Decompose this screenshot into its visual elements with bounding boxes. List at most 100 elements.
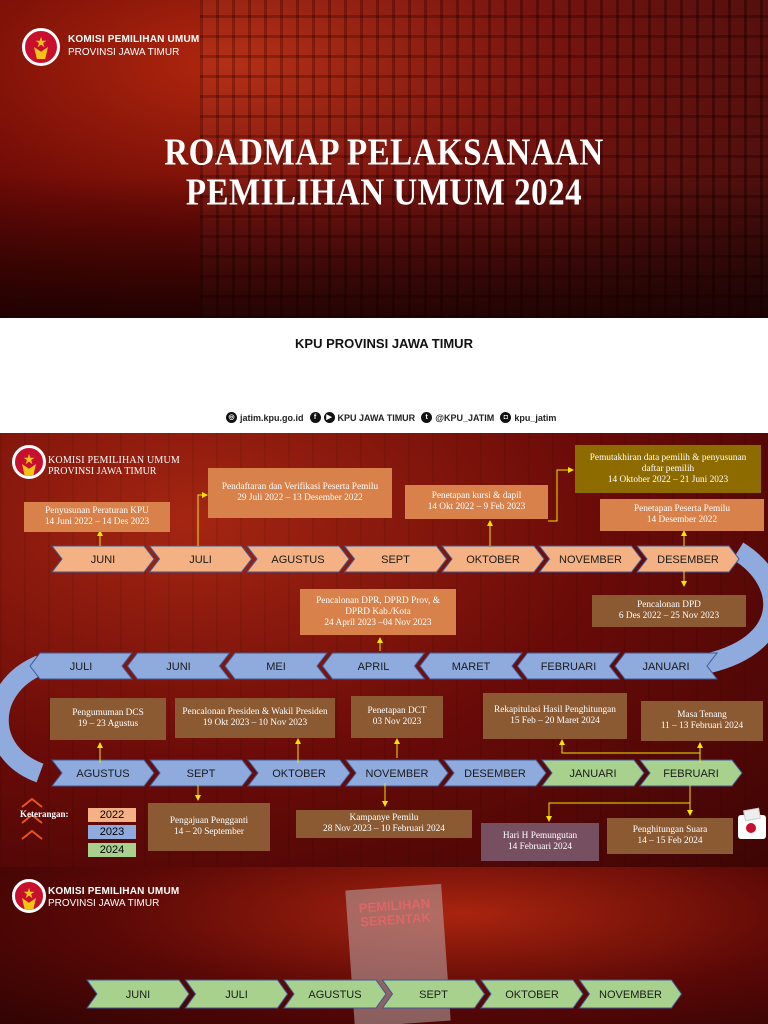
cover-subtitle: KPU PROVINSI JAWA TIMUR <box>295 336 473 351</box>
cover-band <box>0 318 768 433</box>
legend-2023: 2023 <box>88 825 136 839</box>
month-november-2022-arrow <box>538 545 643 573</box>
month-juni-2023a-arrow <box>126 652 231 680</box>
cover-slide: ★ KOMISI PEMILIHAN UMUM PROVINSI JAWA TI… <box>0 0 768 318</box>
month-sept-slide3-arrow <box>381 979 486 1009</box>
chevron-up-icon <box>21 797 43 840</box>
month-februari-2024-arrow <box>638 759 743 787</box>
kpu-logo: ★ <box>12 445 46 479</box>
month-oktober-2022-arrow <box>440 545 545 573</box>
month-agustus-2022: AGUSTUS <box>271 554 324 566</box>
month-sept-2022-arrow <box>343 545 448 573</box>
curve-right <box>697 542 768 675</box>
org-province: PROVINSI JAWA TIMUR <box>48 466 157 477</box>
month-februari-2023a-arrow <box>516 652 621 680</box>
month-juli-2023a-arrow <box>29 652 134 680</box>
month-januari-2024-arrow <box>540 759 645 787</box>
social-website[interactable]: jatim.kpu.go.id <box>240 412 304 423</box>
globe-icon: ◎ <box>226 412 237 423</box>
month-agustus-2023b-arrow <box>50 759 155 787</box>
roadmap-slide: ★ KOMISI PEMILIHAN UMUM PROVINSI JAWA TI… <box>0 433 768 867</box>
event-pemutakhiran: Pemutakhiran data pemilih & penyusunan d… <box>575 445 761 493</box>
month-maret-2023a-arrow <box>419 652 524 680</box>
month-november-2023b-arrow <box>344 759 449 787</box>
month-sept-2023b: SEPT <box>187 768 216 780</box>
month-april-2023a: APRIL <box>358 661 390 673</box>
month-desember-2023b: DESEMBER <box>464 768 526 780</box>
twitter-icon: t <box>421 412 433 423</box>
org-name: KOMISI PEMILIHAN UMUM <box>48 886 180 897</box>
month-desember-2022: DESEMBER <box>657 554 719 566</box>
month-mei-2023a: MEI <box>266 661 286 673</box>
roadmap-svg: JUNI JULI AGUSTUS SEPT OKTOBER NOVEMBER DESEMB… <box>0 467 768 840</box>
month-januari-2023a-arrow <box>614 652 719 680</box>
month-oktober-2022: OKTOBER <box>466 554 520 566</box>
month-februari-2024: FEBRUARI <box>663 768 719 780</box>
month-agustus-slide3: AGUSTUS <box>308 989 361 1001</box>
cover-title-line2: PEMILIHAN UMUM 2024 <box>185 172 583 214</box>
month-desember-2023b-arrow <box>442 759 547 787</box>
month-januari-2023a: JANUARI <box>642 661 689 673</box>
event-pendaftaran: Pendaftaran dan Verifikasi Peserta Pemil… <box>208 468 392 518</box>
month-juni-2022: JUNI <box>91 554 115 566</box>
month-oktober-slide3: OKTOBER <box>505 989 559 1001</box>
month-juli-2023a: JULI <box>70 661 93 673</box>
org-province: PROVINSI JAWA TIMUR <box>48 898 160 909</box>
instagram-icon: ◘ <box>500 412 512 423</box>
month-november-slide3-arrow <box>578 979 683 1009</box>
org-name: KOMISI PEMILIHAN UMUM <box>68 34 200 45</box>
month-agustus-2022-arrow <box>245 545 350 573</box>
legend-2022: 2022 <box>88 808 136 822</box>
month-juni-2023a: JUNI <box>166 661 190 673</box>
curve-left <box>0 655 45 783</box>
month-agustus-slide3-arrow <box>283 979 387 1009</box>
month-oktober-slide3-arrow <box>480 979 584 1009</box>
month-juni-slide3: JUNI <box>126 989 150 1001</box>
month-februari-2023a: FEBRUARI <box>541 661 597 673</box>
youtube-icon: ▶ <box>323 412 335 423</box>
month-mei-2023a-arrow <box>224 652 329 680</box>
month-sept-2023b-arrow <box>148 759 253 787</box>
social-twitter[interactable]: @KPU_JATIM <box>435 412 495 423</box>
timeline-row-2023-reverse: JULI JUNI MEI APRIL MARET FEBRUARI JANUARI <box>29 652 719 680</box>
social-youtube[interactable]: KPU JAWA TIMUR <box>337 412 416 423</box>
month-april-2023a-arrow <box>321 652 426 680</box>
next-slide: PEMILIHAN SERENTAK ★ KOMISI PEMILIHAN UM… <box>0 867 768 1024</box>
legend-2024: 2024 <box>88 843 136 857</box>
month-maret-2023a: MARET <box>452 661 491 673</box>
month-sept-2022: SEPT <box>381 554 410 566</box>
social-instagram[interactable]: kpu_jatim <box>514 412 557 423</box>
month-juli-slide3-arrow <box>184 979 289 1009</box>
month-agustus-2023b: AGUSTUS <box>76 768 129 780</box>
cover-title-line1: ROADMAP PELAKSANAAN <box>164 132 604 174</box>
org-name: KOMISI PEMILIHAN UMUM <box>48 455 180 466</box>
month-desember-2022-arrow <box>635 545 740 573</box>
month-november-2023b: NOVEMBER <box>366 768 429 780</box>
event-pencalonan-dpr: Pencalonan DPR, DPRD Prov, & DPRD Kab./K… <box>300 589 456 635</box>
social-links: ◎jatim.kpu.go.id f ▶KPU JAWA TIMUR t@KPU… <box>226 412 556 423</box>
month-juni-2022-arrow <box>50 545 155 573</box>
month-juli-2022-arrow <box>148 545 253 573</box>
month-sept-slide3: SEPT <box>419 989 448 1001</box>
org-province: PROVINSI JAWA TIMUR <box>68 47 180 58</box>
kpu-logo: ★ <box>22 28 60 66</box>
month-juli-slide3: JULI <box>225 989 248 1001</box>
kpu-logo: ★ <box>12 879 46 913</box>
month-november-2022: NOVEMBER <box>559 554 622 566</box>
month-januari-2024: JANUARI <box>569 768 616 780</box>
facebook-icon[interactable]: f <box>309 412 321 423</box>
